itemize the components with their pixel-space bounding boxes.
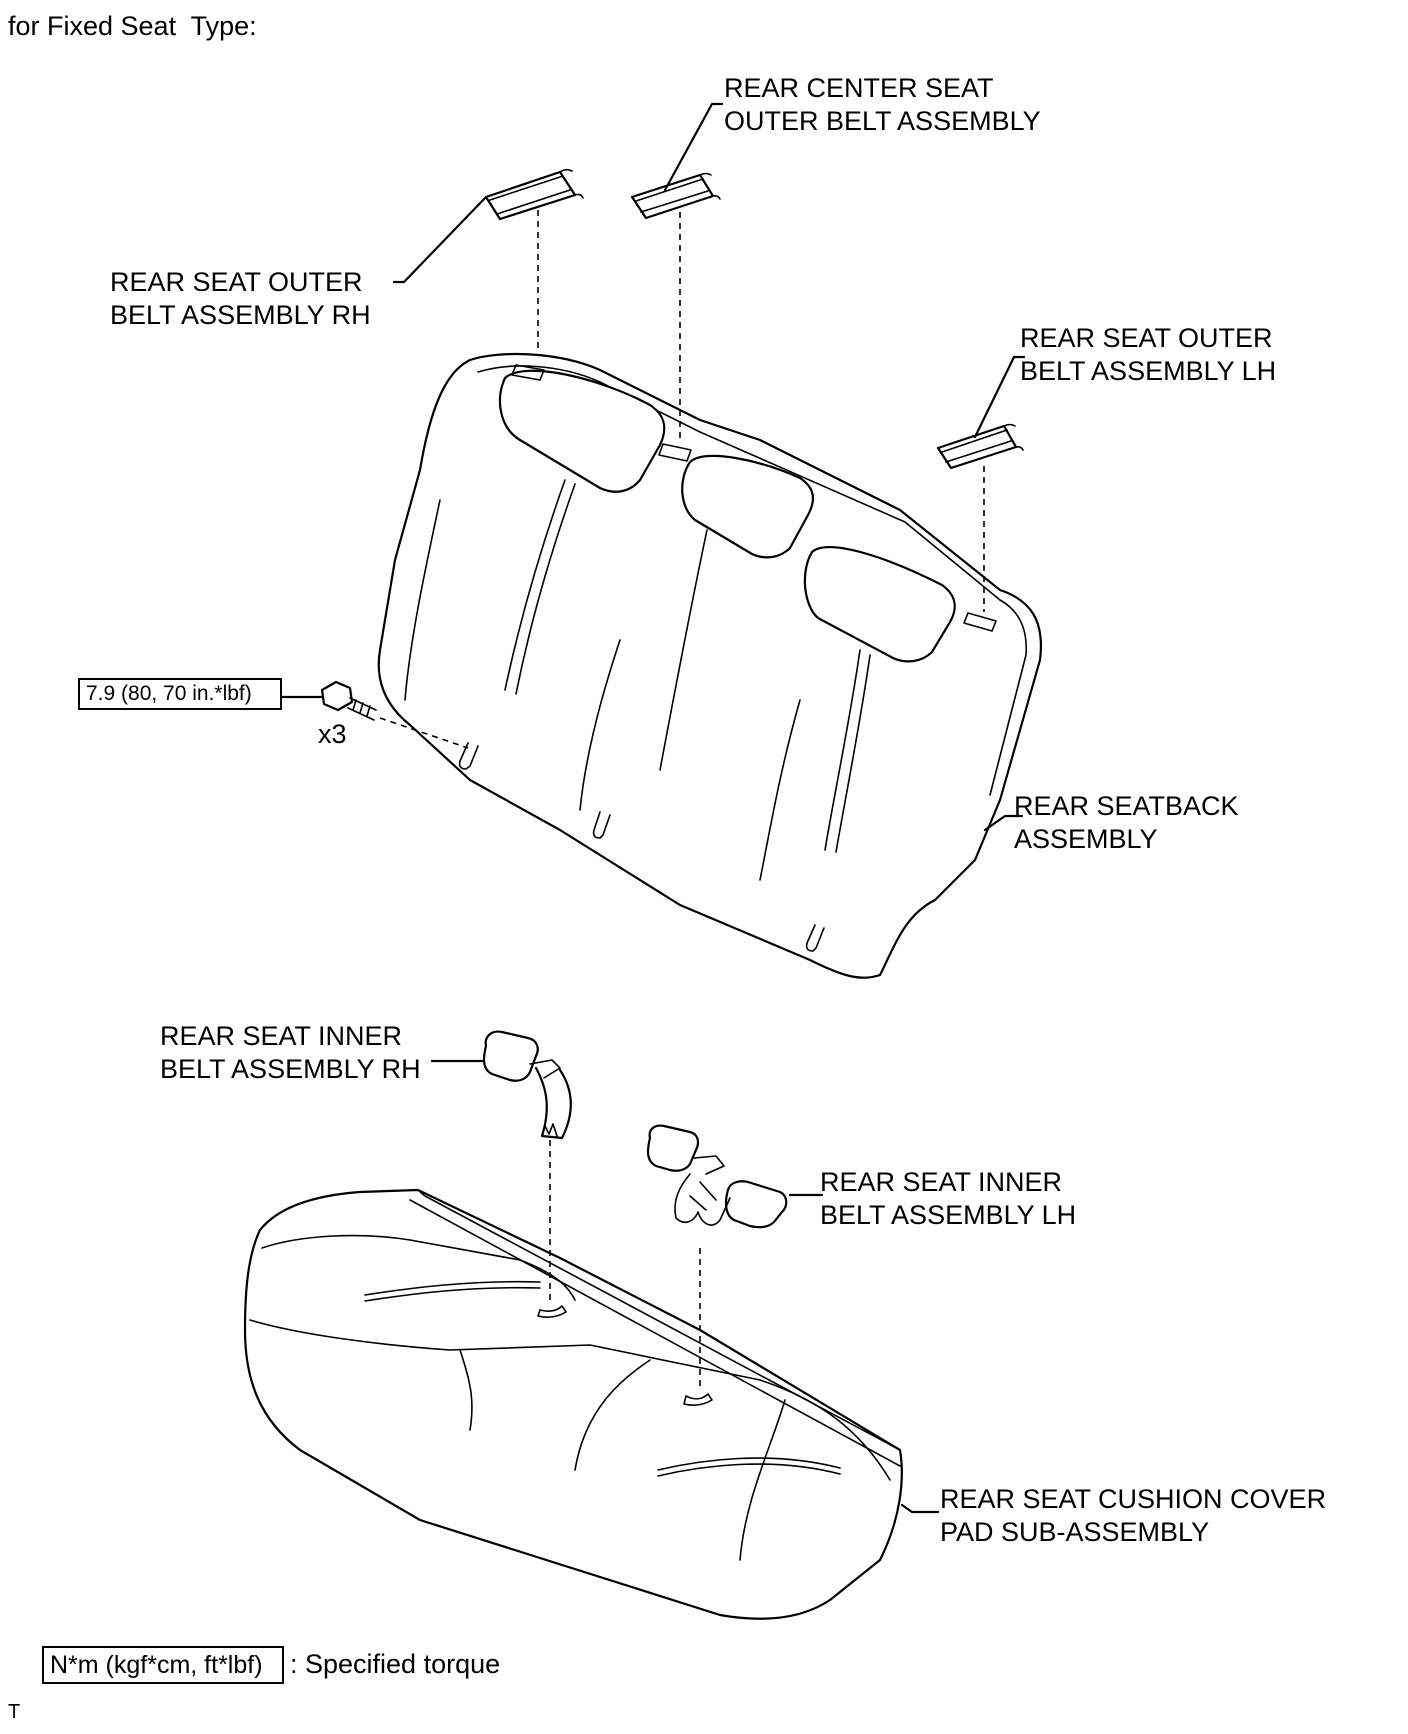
leader-outer-belt-rh bbox=[392, 195, 488, 284]
leader-outer-belt-lh bbox=[973, 355, 1026, 439]
torque-value-box: 7.9 (80, 70 in.*lbf) bbox=[78, 678, 282, 710]
bolt-icon bbox=[320, 680, 377, 721]
inner-belt-rh-part bbox=[482, 1030, 572, 1140]
label-center-belt-line1: REAR CENTER SEAT bbox=[724, 73, 994, 103]
label-seat-cushion-line2: PAD SUB-ASSEMBLY bbox=[940, 1517, 1210, 1547]
inner-belt-lh-part bbox=[646, 1124, 788, 1229]
label-outer-belt-lh-line1: REAR SEAT OUTER bbox=[1020, 323, 1273, 353]
page-title: for Fixed Seat Type: bbox=[8, 11, 257, 41]
outer-belt-lh-part bbox=[936, 423, 1024, 470]
label-outer-belt-rh-line2: BELT ASSEMBLY RH bbox=[110, 300, 371, 330]
label-center-belt-line2: OUTER BELT ASSEMBLY bbox=[724, 106, 1041, 136]
label-outer-belt-rh-line1: REAR SEAT OUTER bbox=[110, 267, 363, 297]
label-inner-belt-lh-line1: REAR SEAT INNER bbox=[820, 1167, 1063, 1197]
outer-belt-rh-part bbox=[484, 168, 584, 221]
seatback-part bbox=[377, 352, 1043, 979]
leader-seatback bbox=[983, 814, 1024, 832]
seat-cushion-part bbox=[243, 1188, 903, 1620]
label-seat-cushion-line1: REAR SEAT CUSHION COVER bbox=[940, 1484, 1327, 1514]
footer-mark: T bbox=[8, 1701, 21, 1723]
label-outer-belt-lh-line2: BELT ASSEMBLY LH bbox=[1020, 356, 1277, 386]
label-seatback-line2: ASSEMBLY bbox=[1014, 824, 1158, 854]
leader-seat-cushion bbox=[900, 1503, 940, 1514]
label-inner-belt-lh-line2: BELT ASSEMBLY LH bbox=[820, 1200, 1077, 1230]
label-inner-belt-rh-line1: REAR SEAT INNER bbox=[160, 1021, 403, 1051]
label-seatback-line1: REAR SEATBACK bbox=[1014, 791, 1239, 821]
torque-quantity: x3 bbox=[318, 719, 347, 749]
legend-units-box: N*m (kgf*cm, ft*lbf) bbox=[42, 1646, 284, 1684]
leader-center-belt bbox=[663, 102, 724, 192]
dash-bolt bbox=[379, 717, 469, 749]
label-inner-belt-rh-line2: BELT ASSEMBLY RH bbox=[160, 1054, 421, 1084]
center-belt-part bbox=[630, 172, 721, 220]
legend-description: : Specified torque bbox=[290, 1649, 501, 1679]
